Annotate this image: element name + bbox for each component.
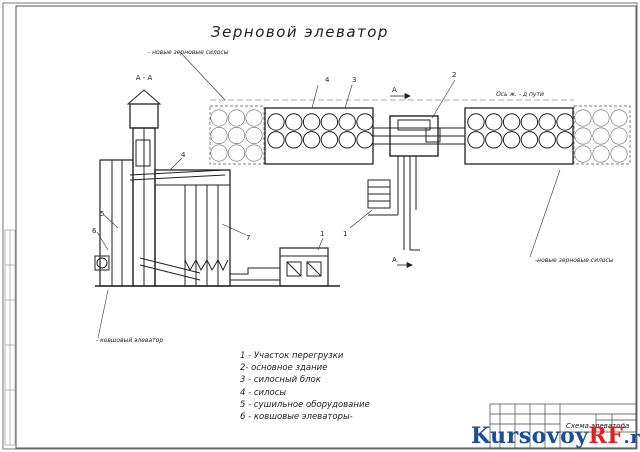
section-label: А - А: [136, 74, 153, 82]
note-new-silos-right: -новые зерновые силосы: [535, 257, 614, 264]
legend-item-1: 1 - Участок перегрузки: [240, 351, 344, 361]
silo-circle: [245, 127, 263, 145]
conveyor-gallery: [368, 115, 465, 251]
silo-circle: [502, 113, 521, 131]
silo-circle: [267, 113, 285, 131]
note-bucket-elevator: - ковшовый элеватор: [96, 337, 163, 344]
margin-stamp: [4, 229, 16, 446]
legend-item-4: 4 - силосы: [240, 387, 287, 398]
silo-circle: [228, 109, 246, 127]
silo-circle: [302, 113, 321, 131]
inner-frame: [15, 5, 637, 449]
title-block-sheet-title: Схема элеватора: [566, 422, 629, 430]
legend-item-5: 5 - сушильное оборудование: [240, 399, 370, 410]
elevation-section: [94, 89, 340, 287]
drawing-title: Зерновой элеватор: [211, 23, 389, 41]
callout-3-plan: 3: [352, 76, 356, 84]
new-silos-left-circles: [210, 109, 263, 162]
silo-circle: [267, 131, 285, 149]
silo-block-right-circles: [467, 113, 574, 149]
section-mark-bottom: А: [392, 256, 397, 264]
callout-5-section: 5: [100, 210, 104, 218]
silo-circle: [320, 131, 339, 149]
silo-circle: [502, 131, 521, 149]
callout-2-plan: 2: [452, 71, 456, 79]
silo-circle: [592, 127, 610, 145]
new-silos-right-circles: [574, 109, 628, 163]
silo-circle: [610, 145, 628, 163]
watermark-part2: RF: [588, 423, 624, 449]
title-block-sheet-number: 1: [622, 423, 626, 430]
callout-1-plan: 1: [343, 230, 347, 238]
silo-circle: [285, 131, 303, 149]
callout-leaders: [96, 51, 561, 339]
silo-circle: [574, 127, 592, 145]
silo-circle: [285, 113, 303, 131]
silo-circle: [228, 144, 246, 162]
silo-circle: [556, 113, 574, 131]
silo-circle: [210, 127, 228, 145]
silo-circle: [592, 145, 610, 163]
silo-circle: [574, 145, 592, 163]
silo-circle: [485, 131, 503, 149]
silo-circle: [228, 127, 246, 145]
silo-circle: [538, 113, 556, 131]
section-mark-top: А: [392, 86, 397, 94]
silo-circle: [485, 113, 503, 131]
callout-6-section: 6: [92, 227, 97, 235]
unloading-point-plan: [367, 179, 391, 209]
watermark-part3: .ru: [623, 427, 640, 448]
silo-circle: [520, 113, 539, 131]
legend-item-3: 3 - силосный блок: [240, 375, 321, 386]
silo-circle: [302, 131, 321, 149]
silo-circle: [356, 131, 374, 149]
legend-item-2: 2- основное здание: [240, 363, 328, 374]
title-block: [489, 403, 637, 449]
new-silos-left: [209, 105, 265, 165]
silo-circle: [245, 144, 263, 162]
silo-circle: [467, 113, 485, 131]
silo-block-left-circles: [267, 113, 374, 149]
legend: 1 - Участок перегрузки 2- основное здани…: [240, 350, 370, 423]
silo-circle: [210, 109, 228, 127]
silo-circle: [467, 131, 485, 149]
silo-circle: [210, 144, 228, 162]
silo-circle: [338, 113, 356, 131]
legend-item-6: 6 - ковшовые элеваторы-: [240, 412, 353, 423]
callout-4-section: 4: [181, 151, 186, 159]
watermark-part1: Kursovoy: [471, 423, 589, 449]
new-silos-right: [573, 105, 631, 165]
railway-axis-label: Ось ж. - д пути: [496, 91, 544, 98]
section-arrows: [390, 92, 413, 269]
note-new-silos-top: - новые зерновые силосы: [148, 49, 229, 56]
callout-7-section: 7: [246, 234, 250, 242]
silo-circle: [356, 113, 374, 131]
silo-circle: [338, 131, 356, 149]
silo-circle: [538, 131, 556, 149]
silo-circle: [245, 109, 263, 127]
silo-circle: [520, 131, 539, 149]
callout-1-section: 1: [320, 230, 324, 238]
watermark-logo: KursovoyRF.ru: [471, 423, 640, 449]
silo-circle: [592, 109, 610, 127]
silo-circle: [610, 127, 628, 145]
silo-circle: [320, 113, 339, 131]
silo-circle: [610, 109, 628, 127]
silo-circle: [574, 109, 592, 127]
silo-circle: [556, 131, 574, 149]
callout-4-plan: 4: [325, 76, 330, 84]
